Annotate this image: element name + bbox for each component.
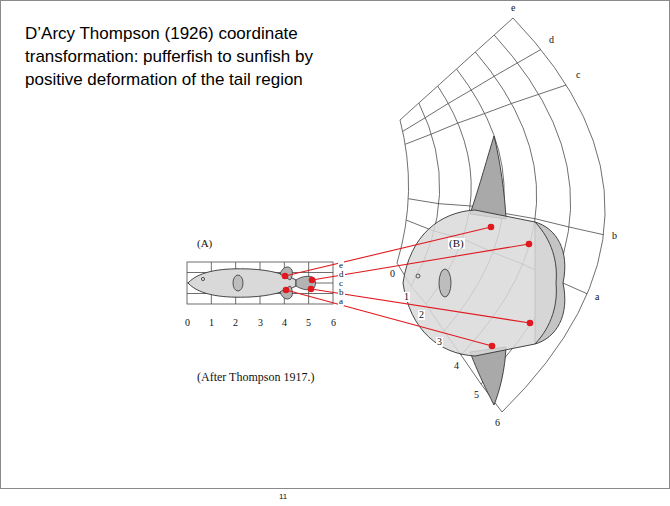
panel-label: (B) [448, 238, 465, 249]
grid-number: 4 [281, 318, 288, 328]
slide-border [1, 1, 670, 489]
grid-number: 6 [494, 418, 501, 428]
grid-number: 0 [389, 269, 396, 279]
grid-number: 5 [305, 318, 312, 328]
grid-number: 3 [436, 337, 443, 347]
grid-number: 4 [453, 361, 460, 371]
grid-letter: c [338, 279, 344, 288]
grid-curve [400, 18, 513, 120]
grid-letter: a [338, 297, 344, 306]
grid-curve [403, 50, 541, 132]
grid-curve [405, 85, 566, 144]
grid-letter: e [338, 261, 344, 270]
panel-label: (A) [196, 238, 213, 249]
grid-curve [502, 18, 605, 412]
grid-letter: b [611, 231, 618, 241]
slide-title: D’Arcy Thompson (1926) coordinate transf… [25, 22, 343, 91]
grid-letter: a [594, 292, 600, 302]
pufferfish-grid [187, 262, 333, 304]
sunfish [403, 136, 565, 405]
grid-letter: b [338, 288, 345, 297]
pufferfish [188, 267, 316, 299]
correspondence-lines [285, 227, 530, 346]
grid-number: 0 [184, 318, 191, 328]
grid-number: 2 [418, 310, 425, 320]
grid-number: 1 [403, 292, 410, 302]
grid-curve [397, 120, 409, 263]
grid-number: 6 [330, 318, 337, 328]
grid-number: 5 [473, 390, 480, 400]
grid-letter: d [338, 270, 345, 279]
grid-number: 3 [257, 318, 264, 328]
grid-letter: d [548, 35, 555, 45]
grid-letter: c [575, 70, 581, 80]
correspondence-dots [282, 224, 534, 350]
grid-number: 1 [208, 318, 215, 328]
page-number: 11 [278, 493, 288, 501]
grid-number: 2 [232, 318, 239, 328]
grid-letter: e [510, 3, 516, 13]
sunfish-grid [397, 18, 605, 412]
source-credit: (After Thompson 1917.) [196, 371, 315, 383]
